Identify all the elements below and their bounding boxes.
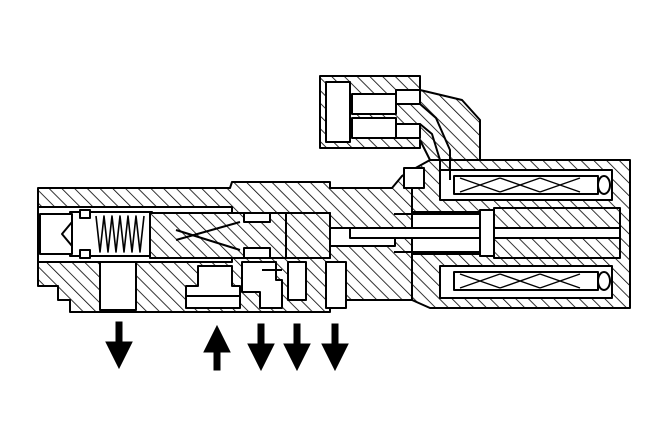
port-3-arrow bbox=[247, 323, 275, 372]
valve-spool bbox=[149, 212, 331, 259]
port-openings bbox=[99, 261, 347, 311]
solenoid-armature bbox=[349, 207, 621, 259]
port-5-arrow bbox=[321, 323, 349, 372]
port-2-arrow bbox=[203, 324, 231, 371]
port-4-arrow bbox=[283, 323, 311, 372]
electrical-connector bbox=[319, 75, 481, 189]
return-spring bbox=[79, 209, 145, 259]
coil-windings bbox=[453, 175, 611, 291]
flow-arrows bbox=[105, 321, 349, 372]
port-1-arrow bbox=[105, 321, 133, 370]
